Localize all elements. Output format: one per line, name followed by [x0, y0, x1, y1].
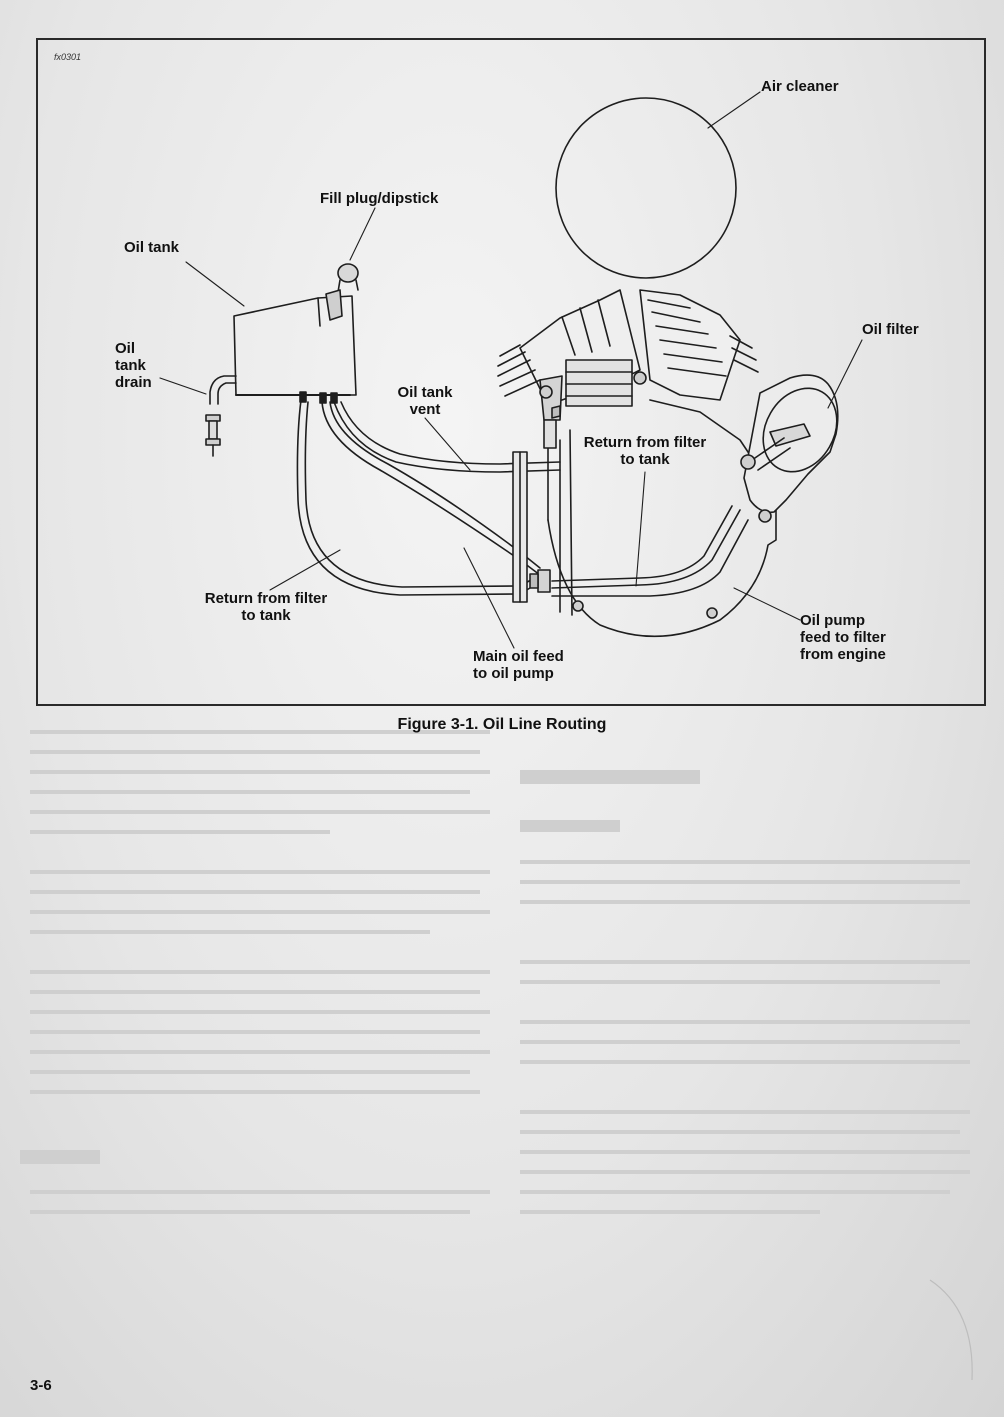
mounting-bracket: [512, 451, 528, 603]
label-oil-tank-drain-line2: tank: [115, 357, 146, 374]
leader-return-right: [635, 471, 646, 587]
label-return-from-filter-right: Return from filter to tank: [572, 434, 718, 468]
label-return-from-filter-left: Return from filter to tank: [190, 590, 342, 624]
tank-fittings: [299, 391, 338, 404]
label-oil-tank-drain: Oil tank drain: [115, 340, 152, 391]
leader-main-feed: [463, 547, 515, 649]
label-oil-tank-drain-line1: Oil: [115, 340, 136, 357]
leader-lines: [159, 91, 863, 649]
label-main-feed-line2: to oil pump: [473, 665, 554, 682]
label-return-left-line1: Return from filter: [204, 590, 328, 607]
carburetor-detail: [539, 359, 647, 449]
leader-oil-tank-vent: [424, 417, 471, 471]
leader-return-left: [269, 549, 341, 591]
leader-oil-pump-feed: [733, 587, 801, 621]
figure-id: fx0301: [54, 52, 82, 62]
label-oil-pump-feed: Oil pump feed to filter from engine: [800, 612, 886, 663]
main-feed-line: [321, 401, 541, 576]
air-cleaner-shape: [555, 97, 737, 279]
fill-plug-dipstick: [325, 263, 359, 321]
label-oil-pump-feed-line1: Oil pump: [800, 612, 865, 629]
return-line-left: [296, 399, 541, 596]
leader-oil-filter: [827, 339, 863, 409]
label-return-right-line2: to tank: [620, 451, 670, 468]
oil-filter-shape: [740, 374, 839, 523]
leader-fill-plug: [349, 207, 376, 261]
label-return-left-line2: to tank: [241, 607, 291, 624]
engine-crankcase: [547, 399, 777, 638]
label-oil-tank-vent-line1: Oil tank: [397, 384, 453, 401]
leader-oil-tank-drain: [159, 377, 207, 395]
label-fill-plug-dipstick: Fill plug/dipstick: [320, 190, 439, 207]
oil-pump-fittings: [529, 569, 551, 593]
label-air-cleaner: Air cleaner: [761, 78, 839, 95]
page-number: 3-6: [30, 1377, 52, 1394]
oil-pump-feed-line: [551, 505, 749, 597]
label-return-right-line1: Return from filter: [583, 434, 707, 451]
label-main-feed-line1: Main oil feed: [473, 648, 564, 665]
label-oil-pump-feed-line2: feed to filter: [800, 629, 886, 646]
leader-oil-tank: [185, 261, 245, 307]
label-oil-tank-vent-line2: vent: [409, 401, 441, 418]
vent-line: [333, 401, 561, 473]
figure-frame: [36, 38, 986, 706]
label-oil-tank-vent: Oil tank vent: [388, 384, 462, 418]
label-oil-pump-feed-line3: from engine: [800, 646, 886, 663]
label-oil-filter: Oil filter: [862, 321, 919, 338]
label-main-oil-feed: Main oil feed to oil pump: [473, 648, 564, 682]
label-oil-tank: Oil tank: [124, 239, 180, 256]
oil-tank-drain-line: [205, 375, 237, 457]
label-oil-tank-drain-line3: drain: [115, 374, 152, 391]
figure-caption: Figure 3-1. Oil Line Routing: [397, 716, 607, 733]
leader-air-cleaner: [707, 91, 761, 129]
